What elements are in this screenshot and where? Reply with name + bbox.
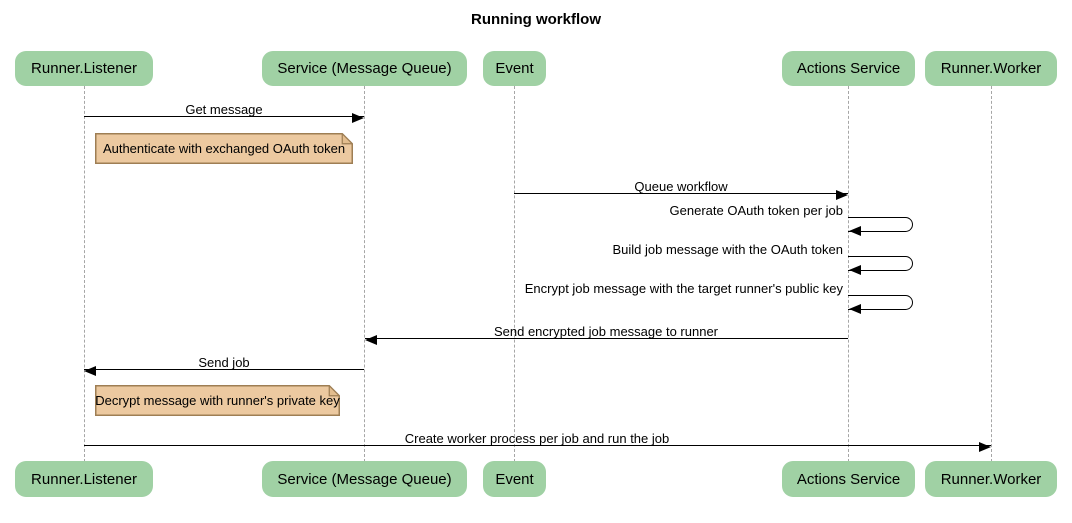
participant-label: Service (Message Queue): [277, 470, 452, 488]
participant-top-actions-service: Actions Service: [782, 51, 915, 86]
arrowhead-left-icon: [849, 265, 861, 275]
arrowhead-left-icon: [849, 304, 861, 314]
arrowhead-left-icon: [849, 226, 861, 236]
message-line: [84, 116, 364, 117]
lifeline-runner-listener: [84, 86, 85, 462]
message-line: [365, 338, 848, 339]
self-loop-line: [848, 256, 913, 271]
message-label: Queue workflow: [634, 179, 728, 194]
note-authenticate: Authenticate with exchanged OAuth token: [95, 133, 353, 164]
arrowhead-left-icon: [84, 366, 96, 376]
message-label: Build job message with the OAuth token: [612, 242, 843, 257]
participant-label: Service (Message Queue): [277, 60, 452, 77]
lifeline-runner-worker: [991, 86, 992, 462]
lifeline-service-message-queue: [364, 86, 365, 462]
lifeline-event: [514, 86, 515, 462]
diagram-title: Running workflow: [471, 11, 601, 28]
participant-top-runner-listener: Runner.Listener: [15, 51, 153, 86]
arrowhead-left-icon: [365, 335, 377, 345]
arrowhead-right-icon: [836, 190, 848, 200]
self-loop-line: [848, 295, 913, 310]
self-loop-line: [848, 217, 913, 232]
participant-top-runner-worker: Runner.Worker: [925, 51, 1057, 86]
participant-label: Event: [495, 470, 534, 488]
message-label: Generate OAuth token per job: [669, 203, 843, 218]
message-label: Encrypt job message with the target runn…: [524, 281, 843, 296]
participant-bottom-actions-service: Actions Service: [782, 461, 915, 497]
note-decrypt: Decrypt message with runner's private ke…: [95, 385, 340, 416]
participant-label: Runner.Worker: [940, 60, 1042, 77]
note-shape: [95, 385, 340, 416]
participant-label: Runner.Listener: [31, 470, 137, 488]
message-line: [514, 193, 848, 194]
participant-label: Actions Service: [796, 60, 901, 77]
participant-bottom-service-message-queue: Service (Message Queue): [262, 461, 467, 497]
note-label: Decrypt message with runner's private ke…: [95, 393, 340, 408]
note-label: Authenticate with exchanged OAuth token: [102, 141, 346, 156]
participant-label: Actions Service: [796, 470, 901, 488]
message-line: [84, 369, 364, 370]
message-label: Send job: [198, 355, 250, 370]
participant-label: Runner.Worker: [940, 470, 1042, 488]
message-label: Get message: [185, 102, 263, 117]
arrowhead-right-icon: [979, 442, 991, 452]
arrowhead-right-icon: [352, 113, 364, 123]
participant-bottom-event: Event: [483, 461, 546, 497]
message-label: Create worker process per job and run th…: [404, 431, 670, 446]
participant-top-service-message-queue: Service (Message Queue): [262, 51, 467, 86]
lifeline-actions-service: [848, 86, 849, 462]
note-shape: [95, 133, 353, 164]
message-line: [84, 445, 991, 446]
participant-top-event: Event: [483, 51, 546, 86]
message-label: Send encrypted job message to runner: [493, 324, 719, 339]
participant-bottom-runner-listener: Runner.Listener: [15, 461, 153, 497]
participant-label: Event: [495, 60, 534, 77]
participant-bottom-runner-worker: Runner.Worker: [925, 461, 1057, 497]
participant-label: Runner.Listener: [31, 60, 137, 77]
